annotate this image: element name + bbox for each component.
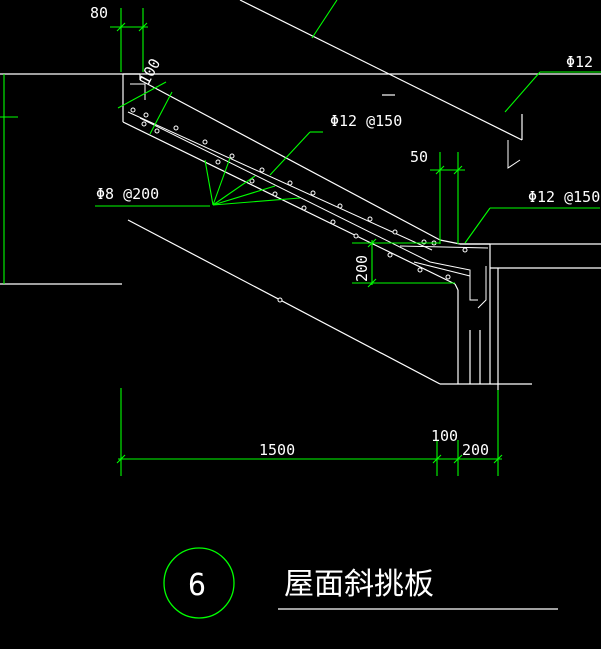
dim-200-bottom-label: 200	[462, 441, 489, 459]
dimension-lines	[0, 0, 601, 476]
dim-100-bottom-label: 100	[431, 427, 458, 445]
rebar-label-top-right: Φ12 @	[566, 53, 601, 71]
dim-100-thickness-label: 100	[136, 56, 165, 88]
dim-1500-label: 1500	[259, 441, 295, 459]
rebar	[127, 83, 521, 309]
rebar-label-left: Φ8 @200	[96, 185, 159, 203]
structure-outline	[0, 0, 601, 610]
dim-80-label: 80	[90, 4, 108, 22]
detail-title: 屋面斜挑板	[284, 567, 434, 602]
detail-number: 6	[188, 568, 206, 603]
rebar-label-mid: Φ12 @150	[330, 112, 402, 130]
dim-200-vertical-label: 200	[353, 255, 371, 282]
dim-50-label: 50	[410, 148, 428, 166]
detail-number-circle	[163, 547, 235, 619]
rebar-label-right: Φ12 @150	[528, 188, 600, 206]
rebar-dots	[130, 107, 468, 303]
